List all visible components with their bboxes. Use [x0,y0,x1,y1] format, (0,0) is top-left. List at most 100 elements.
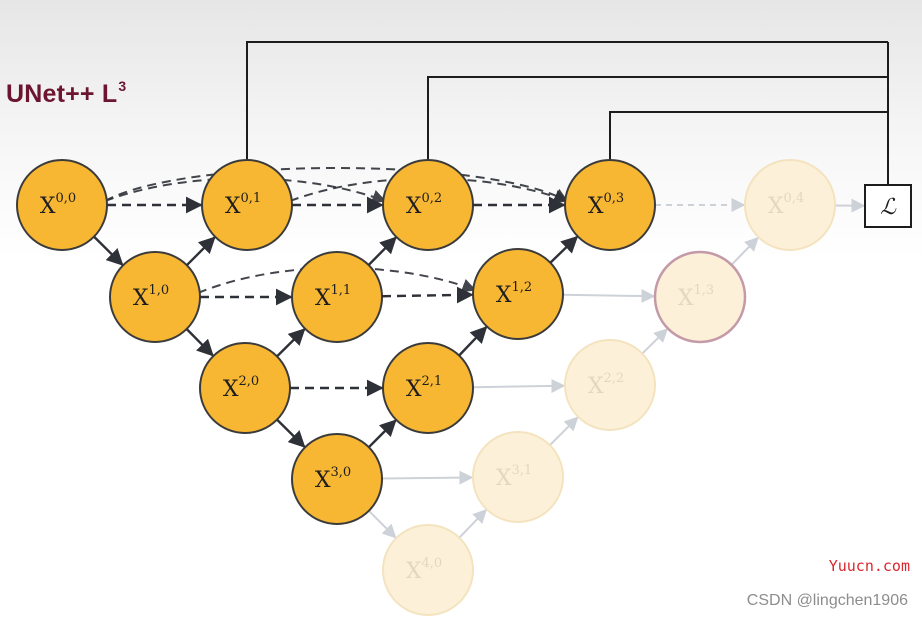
edge-x22-x13 [641,328,669,355]
node-x00: X0,0 [16,159,108,251]
edge-x40-x31 [458,509,487,539]
node-label-base: X [315,286,331,311]
node-x21: X2,1 [382,342,474,434]
node-label: X2,2 [588,371,624,399]
loss-link-x03 [609,111,888,160]
node-label: X1,0 [133,283,169,311]
node-label-base: X [40,194,56,219]
node-label-sup: 2,0 [238,374,259,389]
node-label-sup: 0,4 [783,191,804,206]
node-label: X1,1 [315,283,351,311]
node-label-sup: 0,2 [421,191,442,206]
node-label-base: X [768,194,784,219]
node-x12: X1,2 [472,248,564,340]
skip-curve-x00-x03 [104,167,569,202]
node-label: X2,0 [223,374,259,402]
edge-x00-x10 [93,235,124,266]
edge-x20-x30 [276,418,306,448]
node-x40: X4,0 [382,524,474,616]
node-x13: X1,3 [653,250,747,344]
edges [93,196,579,449]
title-superscript: 3 [118,78,127,94]
edge-x11-x12 [381,286,474,304]
edge-x21-x22 [472,378,566,393]
loss-box [864,184,912,228]
node-label-base: X [496,466,512,491]
node-label-base: X [588,194,604,219]
watermark-csdn: CSDN @lingchen1906 [746,592,908,609]
node-label: X3,0 [315,465,351,493]
node-label-sup: 3,1 [511,463,532,478]
node-x10: X1,0 [109,251,201,343]
node-label: X0,1 [225,191,261,219]
node-label-base: X [406,377,422,402]
node-label-sup: 1,2 [511,280,532,295]
node-x01: X0,1 [201,159,293,251]
loss-connectors [246,41,889,185]
node-x04: X0,4 [744,159,836,251]
node-label-base: X [406,559,422,584]
edge-x30-x31 [381,470,474,485]
node-label: X3,1 [496,463,532,491]
node-label: X0,3 [588,191,624,219]
node-label: X0,2 [406,191,442,219]
watermark-yuucn: Yuucn.com [828,557,910,575]
title-text: UNet++ L [6,80,118,108]
node-label: X1,2 [496,280,532,308]
node-label-base: X [315,468,331,493]
node-label-sup: 0,1 [240,191,261,206]
node-label-sup: 1,1 [330,283,351,298]
node-label-base: X [133,286,149,311]
node-x11: X1,1 [291,251,383,343]
node-label-base: X [678,286,694,311]
node-label-base: X [588,374,604,399]
node-label-sup: 3,0 [330,465,351,480]
node-label-base: X [225,194,241,219]
node-label-base: X [406,194,422,219]
edge-x12-x13 [562,289,656,304]
node-label-base: X [223,377,239,402]
edge-x21-x12 [458,326,488,357]
edge-x30-x21 [367,419,397,449]
node-label-sup: 4,0 [421,556,442,571]
node-circle [472,431,564,523]
node-label-base: X [496,283,512,308]
node-label: X2,1 [406,374,442,402]
loss-label: ℒ [880,195,897,220]
edge-x20-x11 [276,328,306,358]
node-label-sup: 1,0 [148,283,169,298]
node-circle [744,159,836,251]
node-x02: X0,2 [382,159,474,251]
node-label-sup: 2,2 [603,371,624,386]
edge-x30-x40 [368,510,397,539]
node-circle [291,433,383,525]
node-label-sup: 1,3 [693,283,714,298]
node-label-sup: 0,0 [55,191,76,206]
node-circle [382,524,474,616]
node-circle [653,250,747,344]
node-x22: X2,2 [564,339,656,431]
node-label: X1,3 [678,283,714,311]
node-x20: X2,0 [199,342,291,434]
edge-x31-x22 [549,416,579,446]
edge-x12-x03 [549,235,579,264]
node-x30: X3,0 [291,433,383,525]
edge-x11-x02 [367,236,397,266]
node-circle [564,339,656,431]
node-label-sup: 2,1 [421,374,442,389]
loss-link-x01 [246,41,888,160]
edge-x10-x01 [185,236,216,267]
node-label: X4,0 [406,556,442,584]
loss-link-x02 [427,76,888,160]
node-label-sup: 0,3 [603,191,624,206]
node-x31: X3,1 [472,431,564,523]
node-label: X0,0 [40,191,76,219]
edge-x13-x04 [730,236,759,266]
node-x03: X0,3 [564,159,656,251]
faded-edges [368,198,866,539]
edge-x10-x20 [185,328,214,357]
loss-box-group: ℒ [864,184,912,228]
diagram-title: UNet++ L3 [6,78,126,109]
